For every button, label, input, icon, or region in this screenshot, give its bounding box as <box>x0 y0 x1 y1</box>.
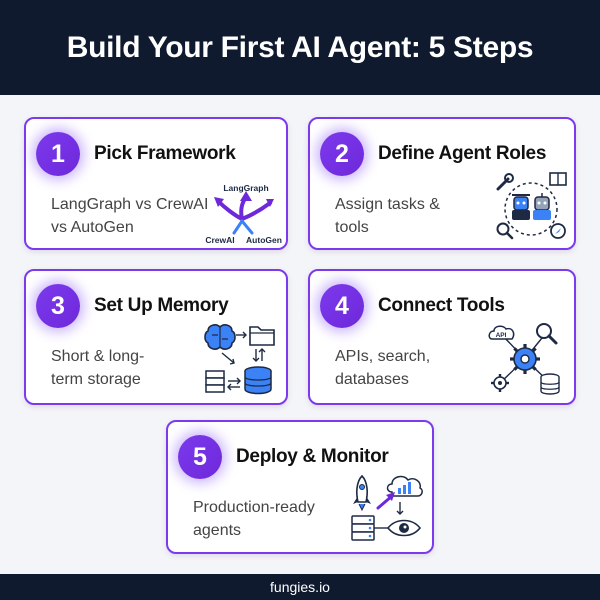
compass-icon <box>550 223 566 239</box>
step-card-5: 5 Deploy & Monitor Production-ready agen… <box>166 420 434 554</box>
framework-arrows-icon: LangGraph CrewAI AutoGen <box>200 177 284 249</box>
step-number-badge: 4 <box>320 284 364 328</box>
database-icon <box>244 366 272 395</box>
step-description: Short & long-term storage <box>51 348 145 388</box>
robot-icon <box>512 194 530 220</box>
step-card-2: 2 Define Agent Roles Assign tasks & tool… <box>308 117 576 250</box>
step-card-3: 3 Set Up Memory Short & long-term storag… <box>24 269 288 405</box>
book-icon <box>549 172 567 186</box>
database-icon <box>540 373 560 395</box>
step-number-badge: 1 <box>36 132 80 176</box>
api-label: API <box>496 332 507 339</box>
step-number-badge: 5 <box>178 435 222 479</box>
magnifier-icon <box>496 222 514 240</box>
step-card-4: 4 Connect Tools APIs, search, databases … <box>308 269 576 405</box>
deploy-monitor-illustration <box>348 472 426 544</box>
tools-network-illustration: API <box>486 321 564 395</box>
footer-bar: fungies.io <box>0 574 600 600</box>
api-cloud-icon: API <box>488 325 515 340</box>
footer-brand[interactable]: fungies.io <box>270 579 330 595</box>
step-description: Assign tasks & tools <box>335 196 440 236</box>
step-title: Deploy & Monitor <box>236 446 389 467</box>
step-description: LangGraph vs CrewAI vs AutoGen <box>51 196 209 236</box>
step-number-badge: 3 <box>36 284 80 328</box>
memory-illustration <box>200 321 278 395</box>
robot-icon <box>533 193 551 220</box>
server-icon <box>351 515 375 541</box>
framework-label: CrewAI <box>205 235 234 245</box>
magnifier-icon <box>536 323 558 345</box>
header-bar: Build Your First AI Agent: 5 Steps <box>0 0 600 95</box>
gear-icon <box>510 344 540 374</box>
step-description: Production-ready agents <box>193 499 315 539</box>
step-number-badge: 2 <box>320 132 364 176</box>
step-title: Connect Tools <box>378 295 505 316</box>
page-title: Build Your First AI Agent: 5 Steps <box>66 30 534 64</box>
framework-label: LangGraph <box>223 183 268 193</box>
step-title: Define Agent Roles <box>378 143 547 164</box>
eye-icon <box>386 519 422 537</box>
step-title: Pick Framework <box>94 143 236 164</box>
server-icon <box>205 370 225 393</box>
cloud-chart-icon <box>386 475 423 497</box>
agent-roles-illustration <box>492 171 570 243</box>
step-description: APIs, search, databases <box>335 348 431 388</box>
step-title: Set Up Memory <box>94 295 229 316</box>
step-card-1: 1 Pick Framework LangGraph vs CrewAI vs … <box>24 117 288 250</box>
rocket-icon <box>353 474 371 512</box>
wrench-icon <box>496 173 514 191</box>
gear-icon <box>491 374 509 392</box>
framework-label: AutoGen <box>246 235 282 245</box>
folder-icon <box>249 326 275 346</box>
brain-icon <box>204 324 236 350</box>
